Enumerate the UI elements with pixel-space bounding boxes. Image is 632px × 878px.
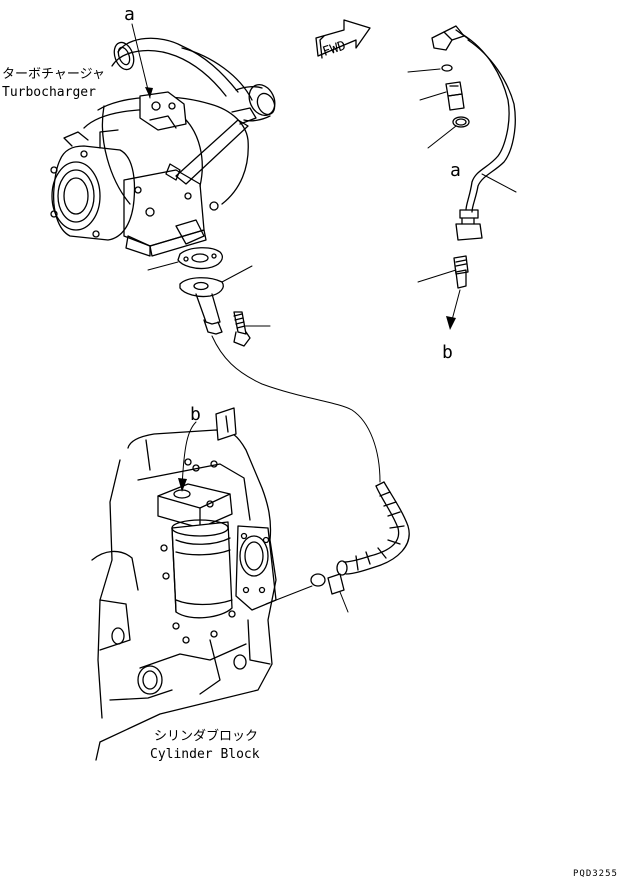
fwd-arrow: FWD: [315, 19, 371, 60]
turbocharger-label-jp: ターボチャージャ: [2, 67, 105, 82]
oil-drain-parts: [147, 247, 271, 347]
ref-a-top: a: [124, 4, 135, 25]
drawing-number: PQD3255: [573, 869, 618, 878]
leader-b-block: [181, 421, 197, 489]
turbocharger: [50, 37, 276, 257]
leader-a-top: [131, 23, 151, 99]
sensor-hose-assembly: [407, 25, 517, 330]
cylinder-block-label-jp: シリンダブロック: [154, 728, 258, 744]
cylinder-block: [91, 407, 277, 761]
arrow-b-block-head: [178, 478, 187, 492]
fwd-label: FWD: [321, 38, 348, 60]
cylinder-block-label-en: Cylinder Block: [150, 747, 260, 762]
oil-hose: [265, 481, 410, 613]
ref-a-right: a: [450, 160, 461, 181]
ref-b-block: b: [190, 404, 201, 425]
hose-line: [211, 335, 381, 483]
turbocharger-label-en: Turbocharger: [2, 85, 96, 100]
arrow-a-top-head: [145, 87, 153, 98]
ref-b-right: b: [442, 342, 453, 363]
